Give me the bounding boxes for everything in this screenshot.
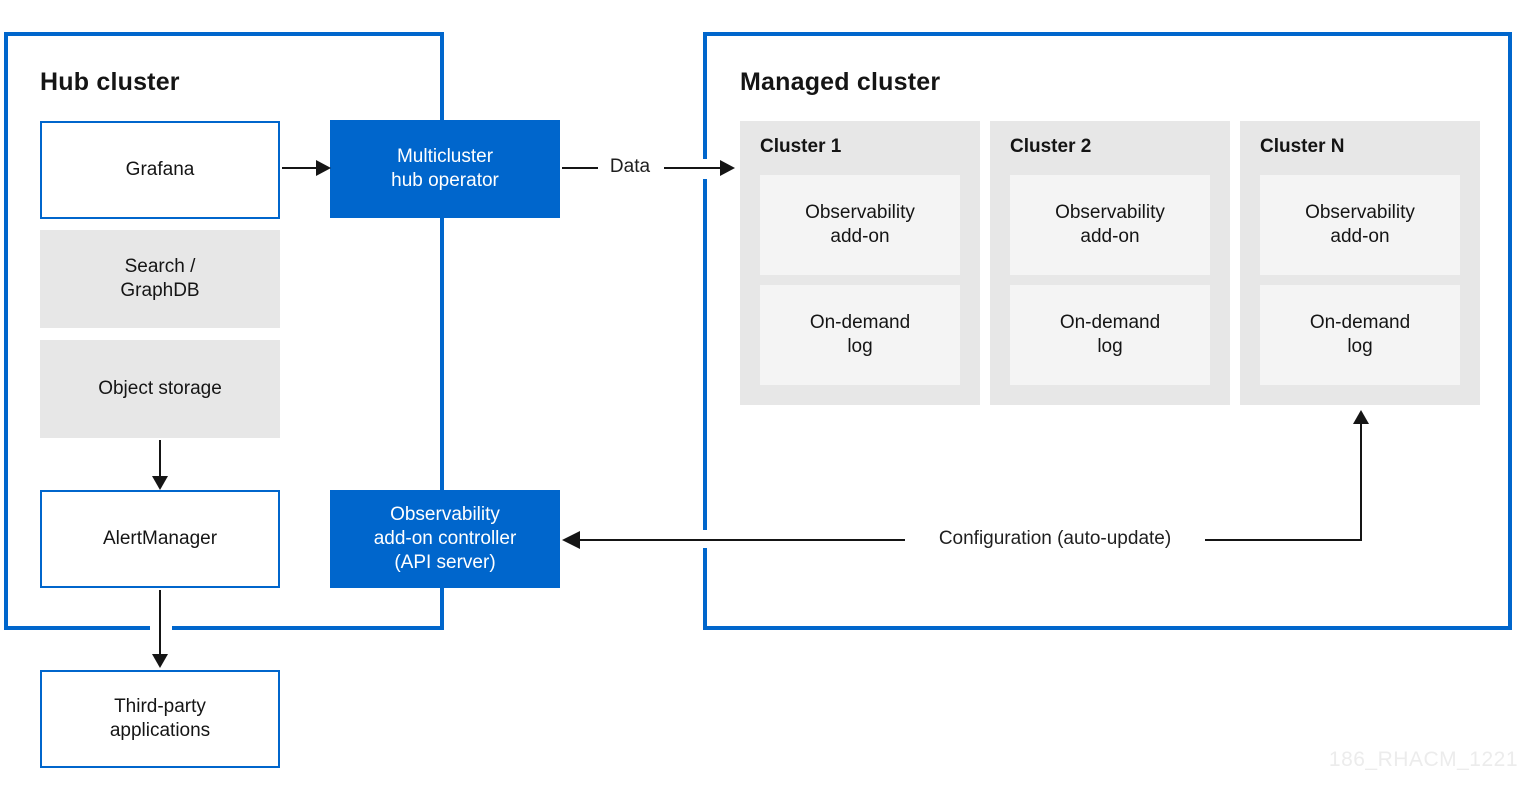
managed-cluster-region <box>703 32 1512 630</box>
arrow-configuration-to-clustern-head <box>1353 410 1369 424</box>
grafana-node: Grafana <box>40 121 280 219</box>
cluster-n-observability-addon-label: Observability add-on <box>1305 201 1415 247</box>
hub-cluster-title: Hub cluster <box>40 68 180 96</box>
cluster-n-observability-addon-box: Observability add-on <box>1260 175 1460 275</box>
configuration-flow-label: Configuration (auto-update) <box>938 528 1172 549</box>
arrow-objectstorage-to-alertmanager-head <box>152 476 168 490</box>
cluster-2-observability-addon-label: Observability add-on <box>1055 201 1165 247</box>
arrow-objectstorage-to-alertmanager-line <box>159 440 161 478</box>
object-storage-label: Object storage <box>98 377 222 399</box>
search-graphdb-node: Search / GraphDB <box>40 230 280 328</box>
cluster-2-observability-addon-box: Observability add-on <box>1010 175 1210 275</box>
alertmanager-node: AlertManager <box>40 490 280 588</box>
search-graphdb-label: Search / GraphDB <box>120 255 200 301</box>
arrow-configuration-to-controller-head <box>562 531 580 549</box>
cluster-1-observability-addon-box: Observability add-on <box>760 175 960 275</box>
cluster-n-panel: Cluster N Observability add-on On-demand… <box>1240 121 1480 405</box>
cluster-1-observability-addon-label: Observability add-on <box>805 201 915 247</box>
cluster-2-on-demand-log-box: On-demand log <box>1010 285 1210 385</box>
cluster-1-on-demand-log-box: On-demand log <box>760 285 960 385</box>
arrow-alertmanager-to-thirdparty-head <box>152 654 168 668</box>
arrow-grafana-to-operator-head <box>316 160 331 176</box>
multicluster-hub-operator-node: Multicluster hub operator <box>330 120 560 218</box>
arrow-operator-to-data-line <box>562 167 598 169</box>
configuration-line-vertical <box>1360 424 1362 541</box>
managed-border-gap-data <box>701 159 710 179</box>
arrow-data-to-cluster1-head <box>720 160 735 176</box>
cluster-n-on-demand-log-box: On-demand log <box>1260 285 1460 385</box>
multicluster-hub-operator-label: Multicluster hub operator <box>391 145 499 191</box>
configuration-line-right <box>1205 539 1362 541</box>
data-flow-label: Data <box>609 156 651 177</box>
managed-cluster-title: Managed cluster <box>740 68 941 96</box>
cluster-2-on-demand-log-label: On-demand log <box>1059 311 1161 357</box>
alertmanager-label: AlertManager <box>102 527 218 549</box>
hub-border-gap-alertmanager <box>150 623 172 632</box>
cluster-n-on-demand-log-label: On-demand log <box>1309 311 1411 357</box>
cluster-n-title: Cluster N <box>1260 136 1345 157</box>
arrow-alertmanager-to-thirdparty-line <box>159 590 161 656</box>
observability-addon-controller-label: Observability add-on controller (API ser… <box>373 503 517 574</box>
arrow-grafana-to-operator-line <box>282 167 318 169</box>
cluster-2-title: Cluster 2 <box>1010 136 1092 157</box>
arrow-data-to-cluster1-line <box>664 167 721 169</box>
cluster-1-title: Cluster 1 <box>760 136 842 157</box>
hub-cluster-region <box>4 32 444 630</box>
cluster-2-panel: Cluster 2 Observability add-on On-demand… <box>990 121 1230 405</box>
cluster-1-panel: Cluster 1 Observability add-on On-demand… <box>740 121 980 405</box>
grafana-label: Grafana <box>125 158 195 180</box>
cluster-1-on-demand-log-label: On-demand log <box>809 311 911 357</box>
configuration-line-left <box>580 539 905 541</box>
third-party-applications-label: Third-party applications <box>109 695 211 741</box>
third-party-applications-node: Third-party applications <box>40 670 280 768</box>
observability-addon-controller-node: Observability add-on controller (API ser… <box>330 490 560 588</box>
object-storage-node: Object storage <box>40 340 280 438</box>
watermark-text: 186_RHACM_1221 <box>1328 748 1518 771</box>
